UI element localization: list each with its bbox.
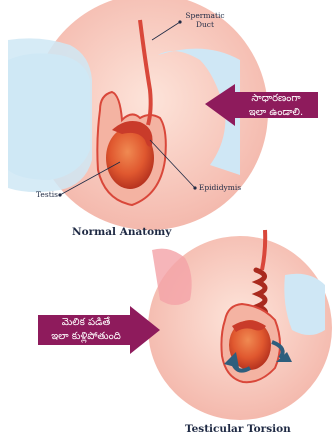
testis-label: Testis: [34, 191, 60, 200]
left-torso-shape: [8, 38, 92, 192]
normal-anatomy-caption: Normal Anatomy: [72, 226, 171, 238]
epididymis-label: Epididymis: [197, 184, 243, 193]
spermatic-duct-label: Spermatic Duct: [182, 12, 228, 29]
torsion-panel: [148, 230, 332, 420]
torsion-callout-text: మెలిక పడితే ఇలా కుళ్లిపోతుంది: [40, 316, 132, 343]
normal-callout-text: సాధారణంగా ఇలా ఉండాలి.: [232, 92, 320, 119]
testicular-torsion-caption: Testicular Torsion: [185, 423, 291, 435]
